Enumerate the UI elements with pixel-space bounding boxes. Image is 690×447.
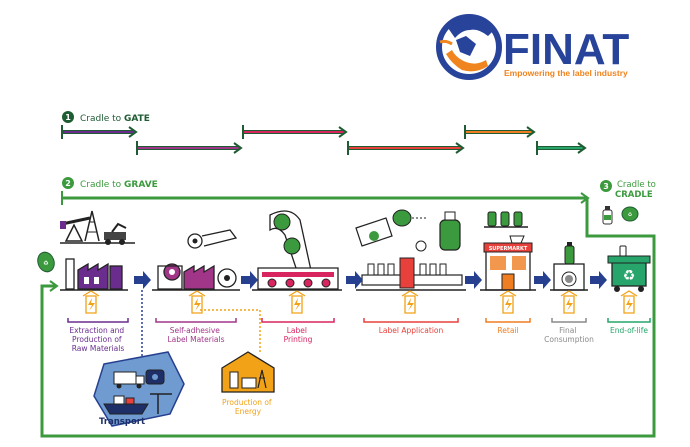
scope-cradle-to-cradle: 3 Cradle to CRADLE ♻ ♻ — [37, 180, 656, 438]
train-icon — [145, 369, 165, 385]
scope-2-number: 2 — [65, 179, 71, 188]
recycling-loop-line — [40, 198, 656, 438]
gate-segment-self-adhesive — [136, 141, 243, 155]
energy-icon-printing — [288, 290, 306, 314]
application-illustration — [355, 209, 466, 291]
label-application: Label Application — [379, 326, 444, 335]
gate-segment-consumption — [536, 141, 587, 155]
bracket-consumption — [551, 318, 587, 323]
scope-2-badge — [62, 177, 74, 189]
scope-3-number: 3 — [603, 182, 609, 191]
stage-brackets — [67, 318, 651, 323]
scope-2-label: Cradle to GRAVE — [80, 180, 158, 190]
energy-icon-self-adhesive — [188, 290, 206, 314]
flow-arrows — [134, 271, 607, 289]
bracket-extraction — [67, 318, 129, 323]
self-adhesive-illustration — [152, 229, 240, 291]
flow-arrow-5 — [534, 271, 551, 289]
energy-link-line — [200, 309, 261, 352]
scope-3-label-line2: CRADLE — [615, 190, 653, 200]
power-plant-icon — [229, 369, 267, 389]
flow-arrow-6 — [590, 271, 607, 289]
energy-icon-retail — [499, 290, 517, 314]
flow-arrow-1 — [134, 271, 151, 289]
transport-panel — [93, 351, 185, 427]
gate-segment-printing — [242, 125, 348, 139]
label-extraction: Extraction and Production of Raw Materia… — [69, 326, 126, 353]
recycled-bottle-icon — [602, 206, 613, 225]
energy-icon-application — [401, 290, 419, 314]
svg-text:♻: ♻ — [43, 260, 48, 267]
energy-production-section: Production of Energy — [200, 309, 275, 416]
transport-section: Transport — [93, 290, 185, 427]
retail-illustration: SUPERMARKT — [480, 211, 536, 291]
recycled-label-icon: ♻ — [621, 206, 639, 222]
finat-globe-icon — [436, 14, 502, 80]
svg-text:♻: ♻ — [628, 212, 633, 218]
energy-icon-end-of-life — [620, 290, 638, 314]
flow-arrow-4 — [465, 271, 482, 289]
finat-tagline: Empowering the label industry — [504, 68, 628, 78]
finat-wordmark: FINAT — [503, 25, 629, 74]
scope-3-label-line1: Cradle to — [617, 180, 656, 190]
flow-arrow-2 — [241, 271, 258, 289]
end-of-life-illustration: ♻ — [607, 245, 651, 292]
scope-1-badge — [62, 111, 74, 123]
bracket-end-of-life — [607, 318, 651, 323]
truck-icon — [113, 371, 145, 389]
loop-label-icon: ♻ — [37, 251, 55, 273]
energy-label: Production of Energy — [222, 398, 274, 416]
extraction-illustration — [60, 210, 135, 291]
bracket-retail — [485, 318, 531, 323]
gate-segment-retail — [464, 125, 536, 139]
supermarket-sign: SUPERMARKT — [489, 246, 528, 252]
bracket-application — [363, 318, 459, 323]
energy-icons — [82, 290, 638, 314]
scope-1-number: 1 — [65, 113, 71, 122]
scope-cradle-to-grave: 2 Cradle to GRAVE — [61, 177, 590, 205]
recycle-icon: ♻ — [623, 268, 636, 284]
consumption-illustration — [550, 242, 588, 291]
crane-icon — [150, 393, 172, 414]
flow-arrow-3 — [346, 271, 363, 289]
bracket-printing — [261, 318, 335, 323]
finat-logo: FINAT Empowering the label industry — [436, 14, 629, 80]
label-consumption: Final Consumption — [544, 326, 594, 344]
label-self-adhesive: Self-adhesive Label Materials — [168, 326, 225, 344]
label-retail: Retail — [497, 326, 518, 335]
transport-label: Transport — [99, 417, 145, 427]
ship-icon — [103, 395, 149, 415]
energy-icon-consumption — [560, 290, 578, 314]
scope-3-badge — [600, 180, 612, 192]
gate-segment-application — [347, 141, 465, 155]
scope-1-label: Cradle to GATE — [80, 114, 150, 124]
printing-illustration — [252, 210, 342, 291]
label-end-of-life: End-of-life — [610, 326, 648, 335]
energy-icon-extraction — [82, 290, 100, 314]
gate-segment-extraction — [61, 125, 138, 139]
stage-labels: Extraction and Production of Raw Materia… — [69, 326, 648, 353]
scope-cradle-to-gate: 1 Cradle to GATE — [61, 111, 587, 155]
label-printing: Label Printing — [284, 326, 313, 344]
bracket-self-adhesive — [155, 318, 237, 323]
